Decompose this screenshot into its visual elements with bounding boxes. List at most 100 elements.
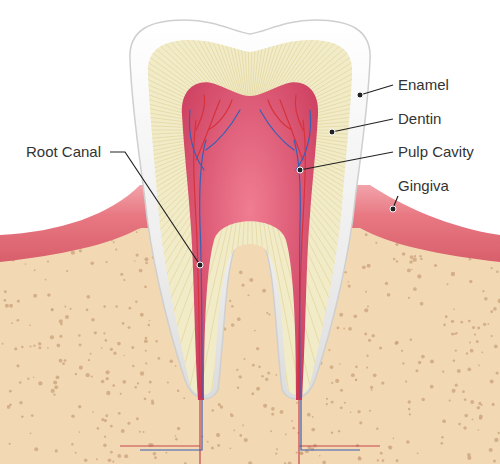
bone-pore — [396, 260, 399, 263]
bone-pore — [326, 398, 328, 400]
bone-pore — [462, 390, 465, 393]
bone-pore — [38, 342, 41, 345]
bone-pore — [145, 337, 148, 340]
leader-dot — [329, 129, 335, 135]
bone-pore — [409, 260, 413, 264]
bone-pore — [421, 355, 425, 359]
bone-pore — [140, 313, 144, 317]
bone-pore — [376, 428, 378, 430]
bone-pore — [268, 313, 270, 315]
bone-pore — [4, 299, 7, 302]
bone-pore — [137, 382, 139, 384]
bone-pore — [153, 452, 157, 456]
bone-pore — [57, 344, 61, 348]
artery — [194, 95, 232, 398]
bone-pore — [402, 252, 406, 256]
bone-pore — [476, 340, 479, 343]
bone-pore — [373, 373, 377, 377]
bone-pore — [177, 427, 180, 430]
bone-pore — [242, 424, 244, 426]
bone-pore — [494, 345, 498, 349]
bone-pore — [490, 380, 494, 384]
bone-pore — [27, 377, 29, 379]
bone-pore — [59, 359, 63, 363]
bone-pore — [285, 434, 287, 436]
bone-pore — [144, 339, 148, 343]
bone-pore — [5, 304, 9, 308]
bone-pore — [434, 264, 437, 267]
bone-pore — [477, 406, 481, 410]
bone-pore — [300, 451, 304, 455]
bone-pore — [271, 407, 275, 411]
bone-pore — [143, 431, 145, 433]
bone-pore — [408, 297, 410, 299]
bone-pore — [377, 459, 379, 461]
bone-pore — [167, 381, 169, 383]
bone-pore — [366, 355, 368, 357]
leader-dot — [357, 92, 363, 98]
bone-pore — [106, 370, 110, 374]
bone-pore — [78, 334, 80, 336]
pulp-shape — [182, 82, 318, 400]
bone-pore — [233, 429, 235, 431]
bone-pore — [388, 446, 392, 450]
bone-pore — [237, 387, 239, 389]
bone-pore — [106, 391, 110, 395]
bone-pore — [17, 299, 20, 302]
bone-pore — [387, 293, 391, 297]
bone-pore — [402, 362, 404, 364]
bone-pore — [103, 443, 107, 447]
bone-pore — [21, 346, 24, 349]
bone-pore — [247, 294, 249, 296]
bone-pore — [319, 455, 321, 457]
bone-pore — [128, 307, 131, 310]
leader-lines — [110, 85, 398, 265]
bone-pore — [65, 315, 69, 319]
bone-pore — [380, 452, 383, 455]
bone-pore — [442, 419, 446, 423]
bone-pore — [469, 258, 472, 261]
bone-pore — [21, 415, 24, 418]
bone-pore — [12, 229, 15, 232]
bone-pore — [140, 371, 144, 375]
bone-pore — [396, 459, 399, 462]
bone-pore — [51, 389, 55, 393]
bone-pore — [17, 319, 20, 322]
bone-pore — [343, 328, 345, 330]
bone-pore — [123, 355, 125, 357]
bone-pore — [112, 384, 115, 387]
bone-pore — [307, 413, 311, 417]
leader-line — [300, 152, 393, 170]
bone-pore — [254, 330, 256, 332]
bone-pore — [493, 307, 497, 311]
leader-line — [360, 85, 393, 95]
bone-pore — [91, 375, 93, 377]
bone-pore — [296, 452, 298, 454]
bone-pore — [45, 279, 47, 281]
bone-pore — [472, 419, 474, 421]
bone-pore — [154, 456, 157, 459]
bone-pore — [322, 461, 326, 464]
bone-pore — [149, 381, 152, 384]
bone-pore — [375, 242, 377, 244]
bone-pore — [118, 412, 121, 415]
bone-pore — [244, 438, 248, 442]
bone-pore — [407, 268, 411, 272]
bone-pore — [75, 452, 77, 454]
bone-pore — [336, 326, 339, 329]
bone-pore — [357, 410, 361, 414]
bone-pore — [368, 339, 371, 342]
bone-pore — [79, 366, 83, 370]
bone-pore — [242, 284, 245, 287]
bone-pore — [9, 404, 12, 407]
leader-dot — [197, 262, 203, 268]
bone-pore — [339, 363, 341, 365]
nerve — [299, 400, 380, 464]
bone-pore — [262, 289, 266, 293]
bone-pore — [144, 285, 147, 288]
bone-pore — [165, 452, 167, 454]
nerve-lines — [120, 400, 380, 464]
bone-pore — [124, 454, 128, 458]
bone-pore — [482, 290, 484, 292]
bone-pore — [441, 436, 444, 439]
